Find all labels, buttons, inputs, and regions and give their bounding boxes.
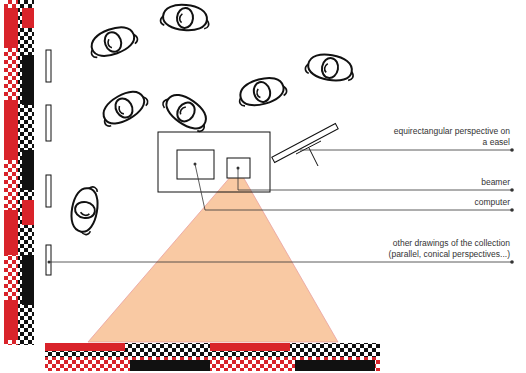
- callout-label: beamer: [360, 177, 510, 188]
- callout-label: other drawings of the collection (parall…: [360, 238, 510, 260]
- callout-label: equirectangular perspective on a easel: [388, 126, 510, 148]
- leader-dots: [48, 148, 514, 264]
- leader-lines: [49, 150, 512, 262]
- callout-label: computer: [360, 197, 510, 208]
- people: [68, 3, 356, 236]
- wall-drawings: [46, 50, 51, 275]
- left-border: [4, 0, 34, 345]
- table: [158, 132, 270, 192]
- easel: [272, 123, 338, 166]
- projection-cone: [88, 168, 338, 342]
- bottom-border: [45, 343, 380, 371]
